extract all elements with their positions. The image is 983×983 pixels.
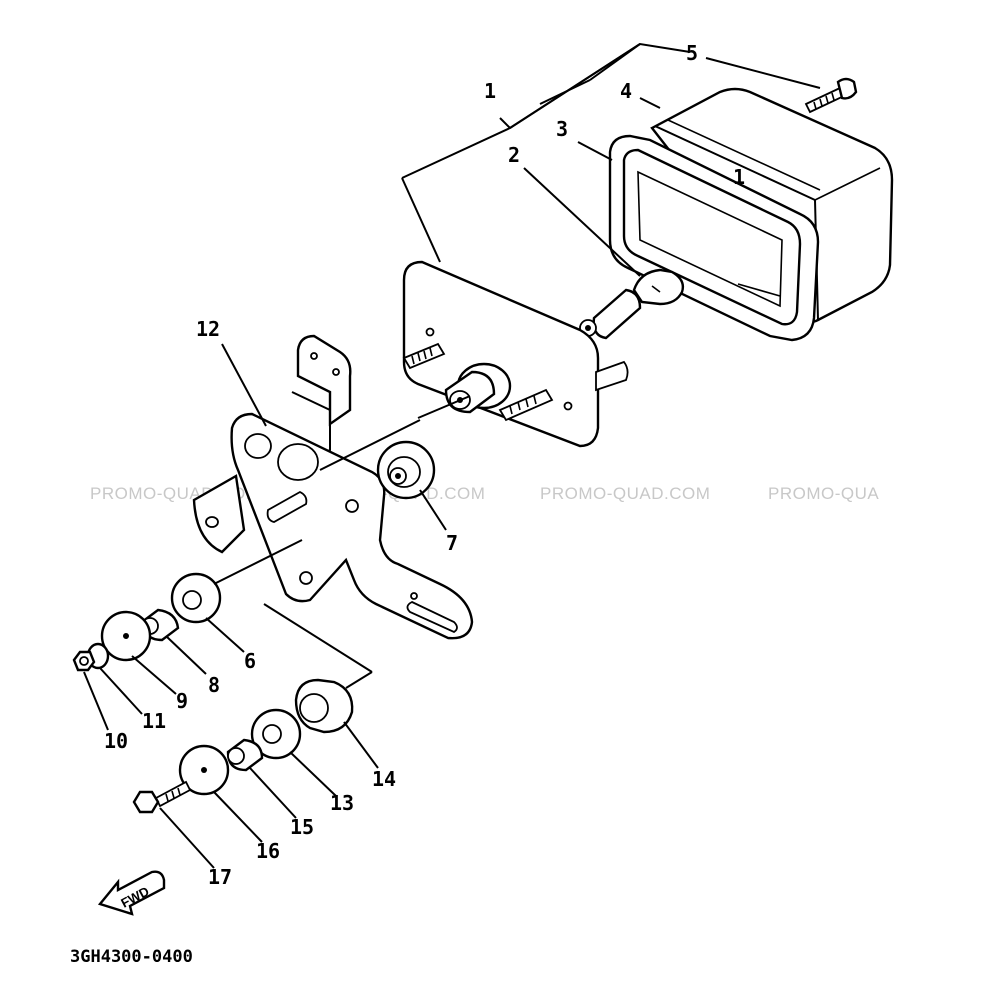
- screw-5: [804, 77, 858, 114]
- callout-10: 10: [104, 729, 128, 753]
- leader-lines: [83, 42, 821, 869]
- callout-6: 6: [244, 649, 256, 673]
- callout-11: 11: [142, 709, 166, 733]
- plate-washer-9: [100, 610, 152, 662]
- callout-3: 3: [556, 117, 568, 141]
- callout-16: 16: [256, 839, 280, 863]
- callout-labels: 1 2 3 4 5 6 7 8 9 10 11 12 13 14 15 16 1…: [104, 41, 698, 889]
- lamp-base-plate: [402, 260, 629, 448]
- watermark-4: PROMO-QUA: [768, 484, 879, 503]
- callout-14: 14: [372, 767, 396, 791]
- svg-text:1: 1: [733, 165, 745, 189]
- callout-5: 5: [686, 41, 698, 65]
- callout-15: 15: [290, 815, 314, 839]
- bulb-and-socket: [579, 268, 685, 340]
- callout-1: 1: [484, 79, 496, 103]
- fwd-arrow: FWD: [97, 870, 166, 916]
- callout-7: 7: [446, 531, 458, 555]
- lens-gasket: 1: [608, 134, 820, 342]
- callout-8: 8: [208, 673, 220, 697]
- grommet: [376, 440, 436, 500]
- callout-9: 9: [176, 689, 188, 713]
- callout-2: 2: [508, 143, 520, 167]
- callout-4: 4: [620, 79, 632, 103]
- callout-12: 12: [196, 317, 220, 341]
- nut-10: [72, 650, 96, 672]
- plate-washer-16: [178, 744, 230, 796]
- damper-6: [170, 572, 222, 624]
- watermark-3: PROMO-QUAD.COM: [540, 484, 710, 503]
- collar-15: [226, 738, 264, 772]
- part-code: 3GH4300-0400: [70, 947, 193, 967]
- bolt-17: [132, 780, 192, 814]
- callout-13: 13: [330, 791, 354, 815]
- damper-13: [250, 708, 302, 760]
- mounting-bracket: [192, 334, 474, 640]
- damper-14: [294, 678, 354, 734]
- callout-17: 17: [208, 865, 232, 889]
